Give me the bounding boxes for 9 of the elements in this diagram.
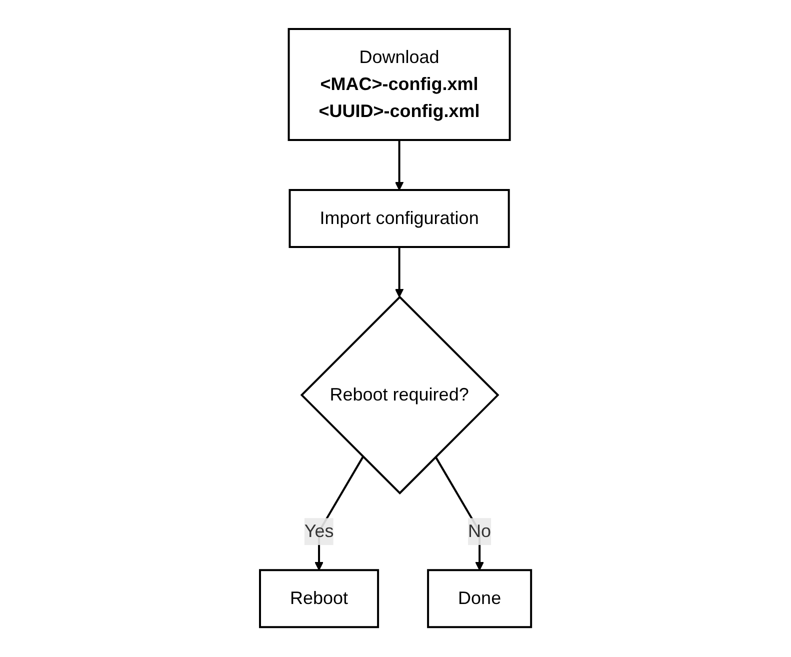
node-box: Reboot bbox=[258, 570, 379, 629]
node-diamond: Reboot required? bbox=[300, 296, 500, 495]
node-box: Done bbox=[427, 570, 532, 629]
edge-label: Yes bbox=[304, 522, 334, 542]
node-box: Import configuration bbox=[288, 189, 510, 248]
arrow bbox=[394, 247, 404, 298]
edge-label: No bbox=[468, 522, 492, 542]
node-box: Download <MAC>-config.xml <UUID>-config.xml bbox=[288, 28, 511, 142]
arrow bbox=[394, 140, 404, 191]
